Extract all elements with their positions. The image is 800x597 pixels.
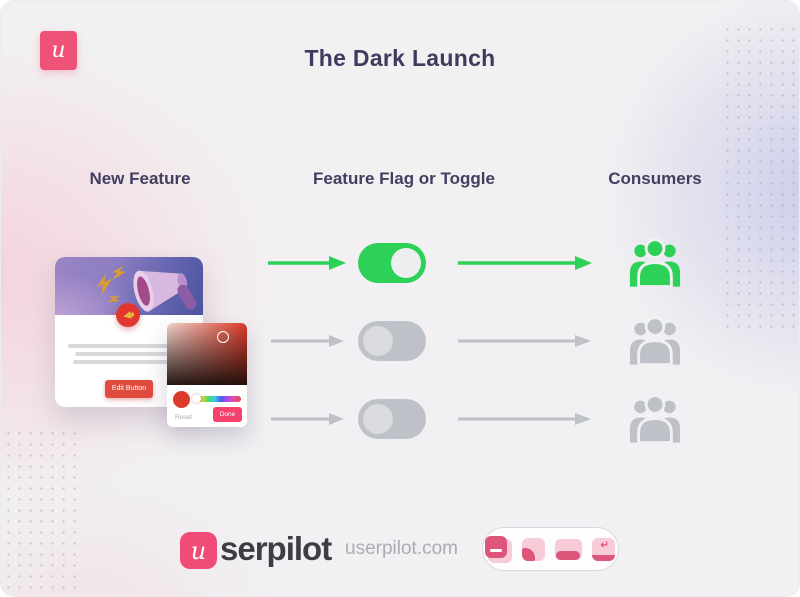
- column-header-consumers: Consumers: [608, 169, 702, 188]
- reset-button[interactable]: Reset: [175, 414, 192, 421]
- banner-icon: [554, 536, 582, 563]
- flow-row: [0, 313, 800, 369]
- card-header-illustration: [55, 257, 203, 315]
- hue-slider-handle[interactable]: [192, 394, 201, 403]
- skeleton-text-line: [75, 352, 185, 356]
- hue-slider[interactable]: [195, 396, 241, 402]
- feature-toggle[interactable]: [358, 321, 426, 361]
- dot-pattern-left: [3, 428, 79, 594]
- arrow-right-icon: [268, 256, 346, 270]
- arrow-right-icon: [458, 413, 591, 425]
- footer-logo-wordmark: serpilot: [220, 530, 332, 567]
- flow-row: [0, 391, 800, 447]
- arrow-right-icon: [458, 335, 591, 347]
- toggle-knob: [391, 248, 421, 278]
- toggle-knob: [363, 404, 393, 434]
- website-url: userpilot.com: [345, 538, 458, 559]
- modal-icon: [484, 535, 512, 563]
- footer-logo-icon: u: [180, 532, 217, 569]
- arrow-right-icon: [271, 335, 344, 347]
- footer-logo-letter: u: [190, 536, 207, 565]
- column-header-feature-flag: Feature Flag or Toggle: [313, 169, 495, 188]
- logo-letter: u: [51, 37, 66, 63]
- announcement-badge: [116, 303, 140, 327]
- skeleton-text-line: [73, 360, 183, 364]
- page-title: The Dark Launch: [304, 45, 496, 71]
- consumers-group-icon: [629, 394, 681, 443]
- current-color-swatch: [173, 391, 190, 408]
- edit-button[interactable]: Edit Button: [105, 380, 153, 398]
- done-button[interactable]: Done: [213, 407, 242, 422]
- megaphone-icon: [122, 310, 134, 319]
- arrow-right-icon: [458, 256, 592, 270]
- skeleton-text-line: [68, 344, 182, 348]
- feature-toggle[interactable]: [358, 399, 426, 439]
- slideout-icon: [520, 536, 547, 563]
- tooltip-icon: ↵: [590, 536, 617, 563]
- pattern-icons-pill: ↵: [482, 527, 619, 571]
- userpilot-logo-icon: u: [40, 31, 77, 70]
- arrow-right-icon: [271, 413, 344, 425]
- megaphone-illustration: [96, 265, 197, 312]
- column-header-new-feature: New Feature: [89, 169, 191, 188]
- saturation-gradient-area[interactable]: [167, 323, 247, 385]
- consumers-group-icon: [629, 238, 681, 287]
- consumers-group-icon: [629, 316, 681, 365]
- color-selector-ring[interactable]: [217, 331, 229, 343]
- dot-pattern-right: [722, 24, 798, 334]
- flow-row: [0, 235, 800, 291]
- color-picker: Reset Done: [167, 323, 247, 427]
- feature-toggle[interactable]: [358, 243, 426, 283]
- toggle-knob: [363, 326, 393, 356]
